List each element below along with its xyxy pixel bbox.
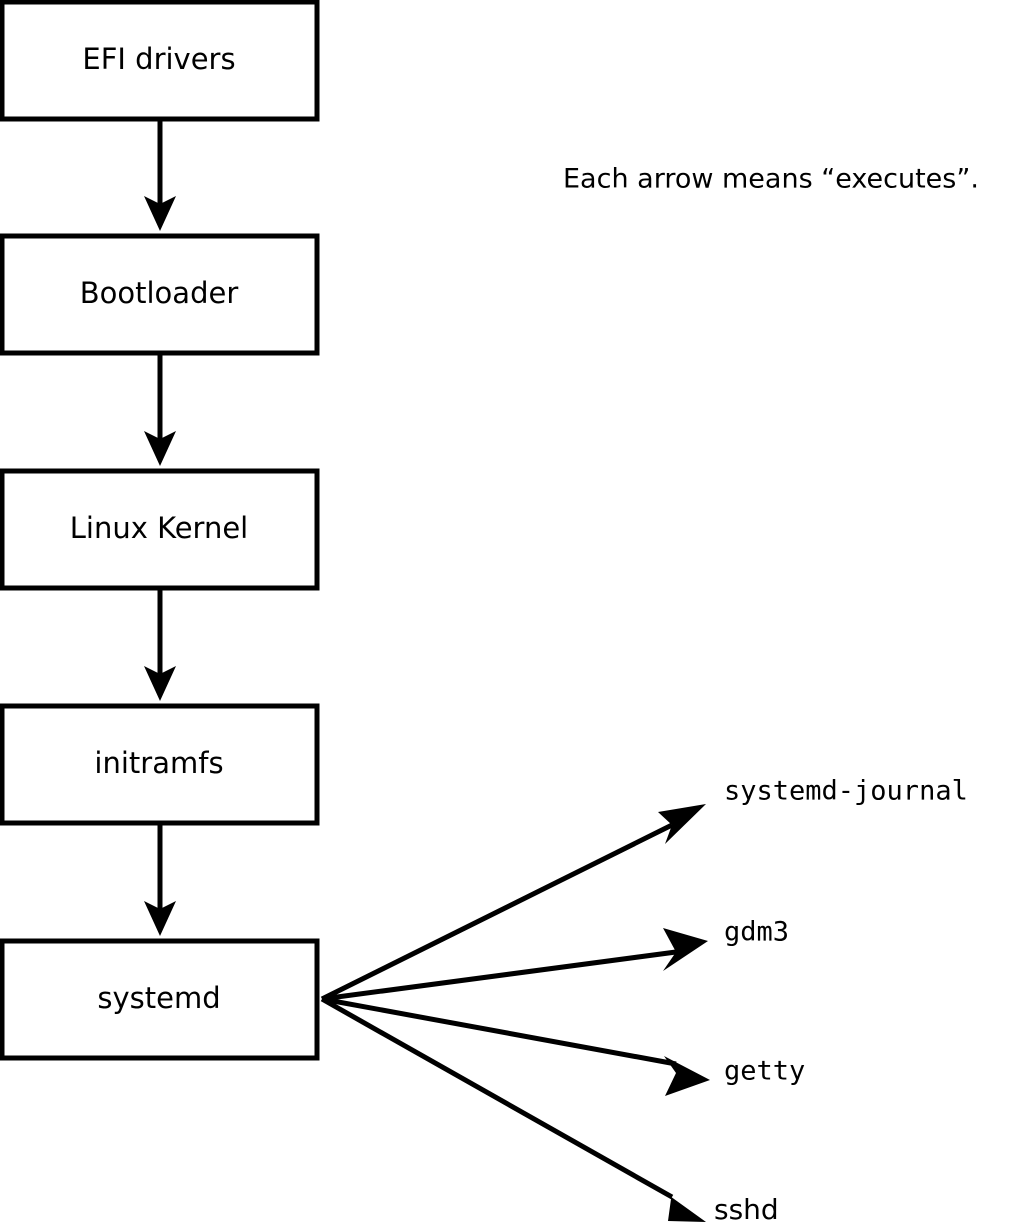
chain-arrow-kernel-to-initramfs: [144, 588, 176, 701]
fan-arrow-line: [321, 996, 677, 1067]
fan-arrow-line: [320, 996, 674, 1200]
fan-arrow-head-icon: [658, 804, 706, 844]
node-box-systemd[interactable]: [0, 938, 320, 1061]
node-label-bootloader: Bootloader: [80, 276, 239, 310]
leaf-label-gdm3: gdm3: [724, 917, 789, 948]
fan-arrow-line: [320, 822, 674, 1002]
node-label-efi-drivers: EFI drivers: [82, 42, 235, 76]
fan-arrow-head-icon: [656, 1186, 706, 1222]
fan-arrow-sshd: [320, 996, 706, 1222]
node-box-bootloader[interactable]: [0, 233, 320, 356]
node-label-initramfs: initramfs: [94, 746, 223, 780]
node-efi-drivers[interactable]: EFI drivers: [0, 0, 320, 122]
node-box-linux-kernel[interactable]: [0, 468, 320, 591]
leaf-label-getty: getty: [724, 1056, 805, 1087]
fan-arrow-head-icon: [663, 928, 708, 971]
fan-arrow-line: [321, 949, 677, 1002]
chain-arrow-bootloader-to-kernel: [144, 353, 176, 466]
leaf-label-sshd: sshd: [714, 1193, 779, 1226]
node-label-linux-kernel: Linux Kernel: [70, 511, 248, 545]
chain-arrow-head-icon: [144, 901, 176, 936]
fan-arrow-head-icon: [664, 1056, 710, 1096]
node-box-initramfs[interactable]: [0, 703, 320, 826]
chain-arrow-efi-to-bootloader: [144, 119, 176, 231]
fan-arrow-systemd-journal: [320, 804, 706, 1002]
chain-arrow-initramfs-to-systemd: [144, 823, 176, 936]
node-initramfs[interactable]: initramfs: [0, 703, 320, 826]
node-bootloader[interactable]: Bootloader: [0, 233, 320, 356]
fan-arrow-getty: [321, 996, 710, 1096]
node-box-efi-drivers[interactable]: [0, 0, 320, 122]
node-label-systemd: systemd: [97, 981, 220, 1015]
chain-arrow-head-icon: [144, 431, 176, 466]
leaf-label-systemd-journal: systemd-journal: [724, 776, 968, 807]
chain-arrow-head-icon: [144, 666, 176, 701]
node-linux-kernel[interactable]: Linux Kernel: [0, 468, 320, 591]
node-systemd[interactable]: systemd: [0, 938, 320, 1061]
diagram-caption: Each arrow means “executes”.: [563, 164, 979, 195]
chain-arrow-head-icon: [144, 196, 176, 231]
fan-arrow-gdm3: [321, 928, 708, 1002]
